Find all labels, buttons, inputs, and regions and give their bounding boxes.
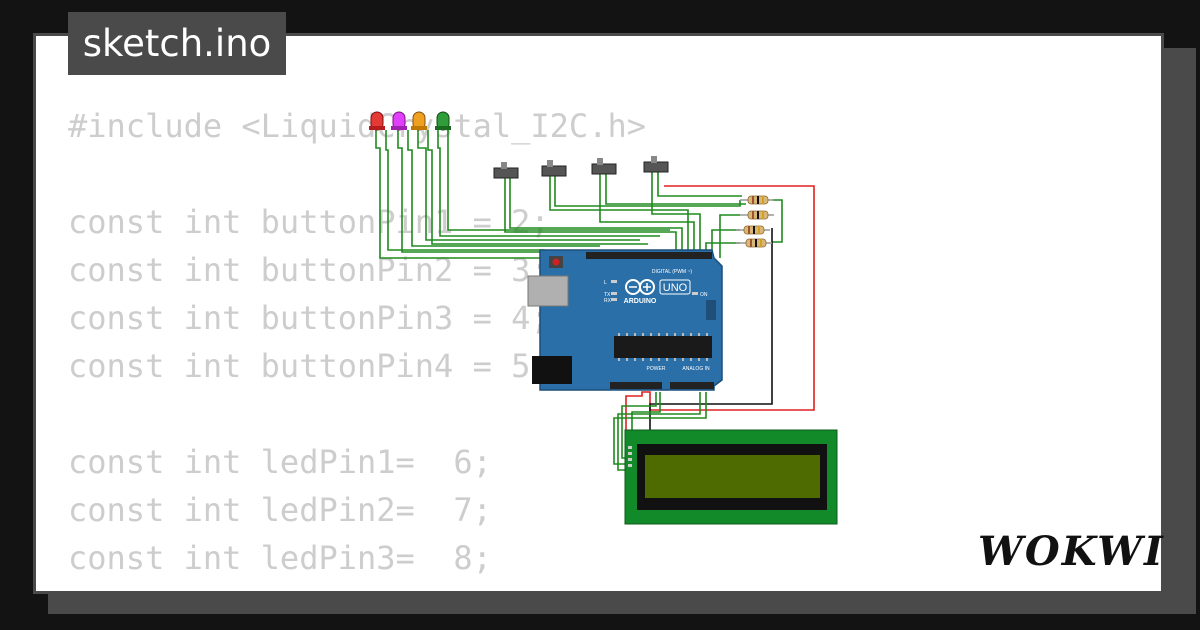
wokwi-logo: WOKWI — [978, 528, 1165, 575]
code-line: const int buttonPin3 = 4; — [68, 299, 550, 337]
led-array — [369, 111, 451, 131]
digital-header — [586, 252, 712, 259]
switch-wires — [504, 172, 783, 258]
code-line: const int ledPin4= 9; — [68, 582, 646, 591]
power-label: POWER — [647, 366, 666, 372]
board-brand-label: ARDUINO — [624, 298, 657, 305]
slide-switch — [643, 156, 669, 173]
led-red — [369, 111, 385, 131]
resistor — [736, 238, 772, 248]
led-magenta — [391, 111, 407, 131]
file-title-tab: sketch.ino — [68, 12, 286, 75]
switch-array — [493, 156, 669, 179]
vcc-wire — [625, 185, 815, 446]
code-line: const int ledPin1= 6; — [68, 443, 492, 481]
code-line: const int ledPin2= 7; — [68, 491, 492, 529]
digital-label: DIGITAL (PWM ~) — [652, 269, 692, 275]
rx-label: RX — [604, 298, 612, 304]
arduino-logo-icon — [625, 279, 655, 295]
code-listing: #include <LiquidCrystal_I2C.h>const int … — [68, 102, 646, 591]
led-green — [435, 111, 451, 131]
slide-switch — [591, 158, 617, 175]
analog-header — [670, 382, 714, 389]
l-led-label: L — [604, 280, 607, 286]
power-header — [610, 382, 662, 389]
lcd-display — [624, 429, 838, 525]
resistor — [740, 210, 774, 220]
resistor — [740, 195, 774, 205]
slide-switch — [493, 162, 519, 179]
analog-label: ANALOG IN — [682, 366, 710, 372]
i2c-wires — [613, 392, 707, 471]
tx-label: TX — [604, 292, 611, 298]
arduino-uno-board: UNO ARDUINO DIGITAL (PWM ~) POWER ANALOG… — [527, 249, 723, 391]
power-jack — [532, 356, 572, 384]
on-led-label: ON — [700, 292, 708, 298]
led-orange — [411, 111, 427, 131]
code-line: const int buttonPin1 = 2; — [68, 203, 550, 241]
code-line: const int buttonPin4 = 5; — [68, 347, 550, 385]
resistor-array — [736, 195, 774, 248]
slide-switch — [541, 160, 567, 177]
resistor — [736, 225, 770, 235]
icsp-header — [706, 300, 716, 320]
code-line: const int ledPin3= 8; — [68, 539, 492, 577]
usb-port — [527, 275, 569, 307]
board-model-label: UNO — [663, 282, 688, 294]
led-wires — [375, 130, 670, 259]
atmega-chip — [614, 336, 712, 358]
lcd-screen — [645, 455, 820, 498]
